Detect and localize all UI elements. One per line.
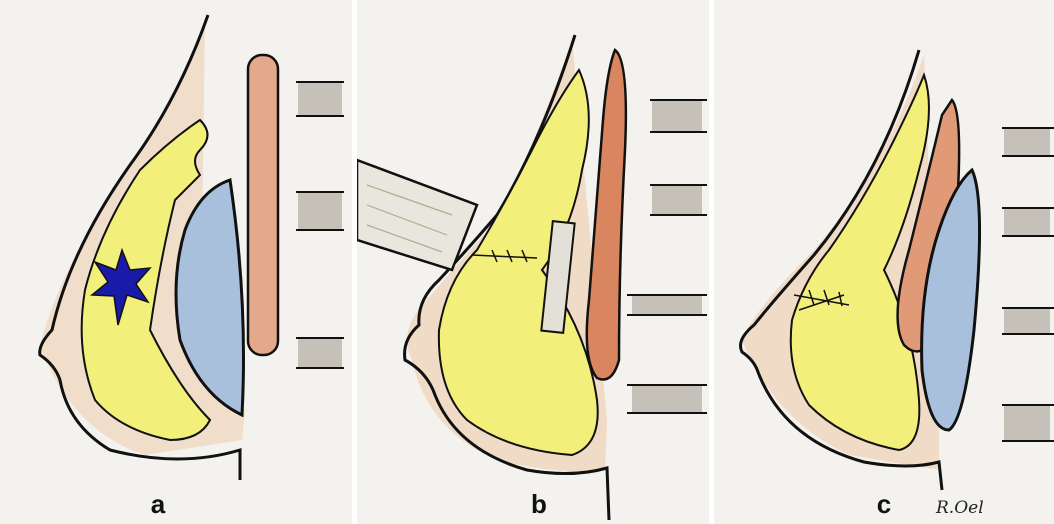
- panel-a: a: [0, 0, 352, 524]
- pectoral-muscle: [248, 55, 278, 355]
- artist-signature: R.Oel: [936, 498, 984, 518]
- ribs: [627, 100, 707, 413]
- ribs: [296, 82, 344, 368]
- retractor: [357, 160, 477, 270]
- panel-label-b: b: [519, 489, 559, 520]
- breast-diagram-b: [357, 0, 709, 524]
- breast-diagram-c: [714, 0, 1054, 524]
- panel-b: b: [357, 0, 709, 524]
- panel-c: c R.Oel: [714, 0, 1054, 524]
- panel-label-c: c: [864, 489, 904, 520]
- panel-label-a: a: [138, 489, 178, 520]
- breast-diagram-a: [0, 0, 352, 524]
- pectoral-muscle: [587, 50, 626, 380]
- ribs: [1002, 128, 1054, 441]
